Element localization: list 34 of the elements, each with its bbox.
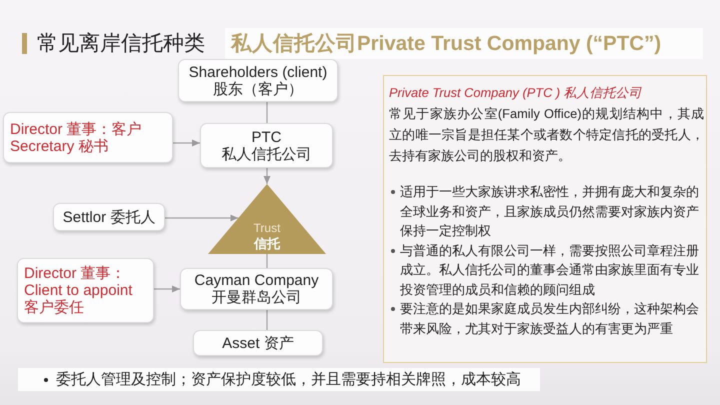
bullet-text: 与普通的私人有限公司一样，需要按照公司章程注册成立。私人信托公司的董事会通常由家族里面有专业投资管理的成员和信赖的顾问组成 <box>400 242 700 298</box>
trust-triangle <box>208 184 326 254</box>
bullet-text: 适用于一些大家族讲求私密性，并拥有庞大和复杂的全球业务和资产，且家族成员仍然需要对家族内资产保持一定控制权 <box>400 183 700 240</box>
box-label: Settlor 委托人 <box>62 208 156 226</box>
connector-line <box>266 102 268 123</box>
triangle-label: Trust <box>254 221 280 236</box>
note-text: 委托人管理及控制；资产保护度较低，并且需要持相关牌照，成本较高 <box>56 370 521 389</box>
lead-term: Private Trust Company (PTC ) 私人信托公司 <box>389 84 643 102</box>
box-label: Cayman Company 开曼群岛公司 <box>193 272 320 306</box>
entity-box <box>200 123 333 168</box>
entity-box <box>193 330 323 356</box>
note-box <box>17 258 154 323</box>
arrow <box>165 214 238 222</box>
box-label: Director 董事： Client to appoint 客户委任 <box>24 265 134 316</box>
slide-title: 常见离岸信托种类 <box>37 31 205 57</box>
box-label: Shareholders (client) 股东（客户） <box>188 64 328 98</box>
arrow <box>264 168 270 184</box>
triangle-title: 信托 <box>254 236 280 251</box>
connector-line <box>266 254 268 268</box>
box-label: PTC 私人信托公司 <box>220 128 312 162</box>
connector-line <box>266 310 268 330</box>
entity-box <box>178 59 338 102</box>
bullet-text: 要注意的是如果家庭成员发生内部纠纷，这种架构会带来风险，尤其对于家族受益人的有害更为严重 <box>400 300 700 338</box>
box-label: Secretary 秘书 <box>10 138 108 154</box>
note-box <box>3 112 173 163</box>
entity-box <box>53 203 165 231</box>
box-label: Asset 资产 <box>222 334 294 352</box>
arrow <box>173 140 200 146</box>
box-label: Director 董事：客户 <box>10 120 142 138</box>
intro-paragraph: 常见于家族办公室(Family Office)的规划结构中，其成立的唯一宗旨是担任某个或者数个特定信托的受托人，去持有家族公司的股权和资产。 <box>389 105 704 165</box>
subtitle-banner: 私人信托公司Private Trust Company (“PTC”) <box>225 28 703 59</box>
info-panel <box>383 75 707 363</box>
arrow <box>154 286 180 292</box>
entity-box <box>180 268 333 310</box>
